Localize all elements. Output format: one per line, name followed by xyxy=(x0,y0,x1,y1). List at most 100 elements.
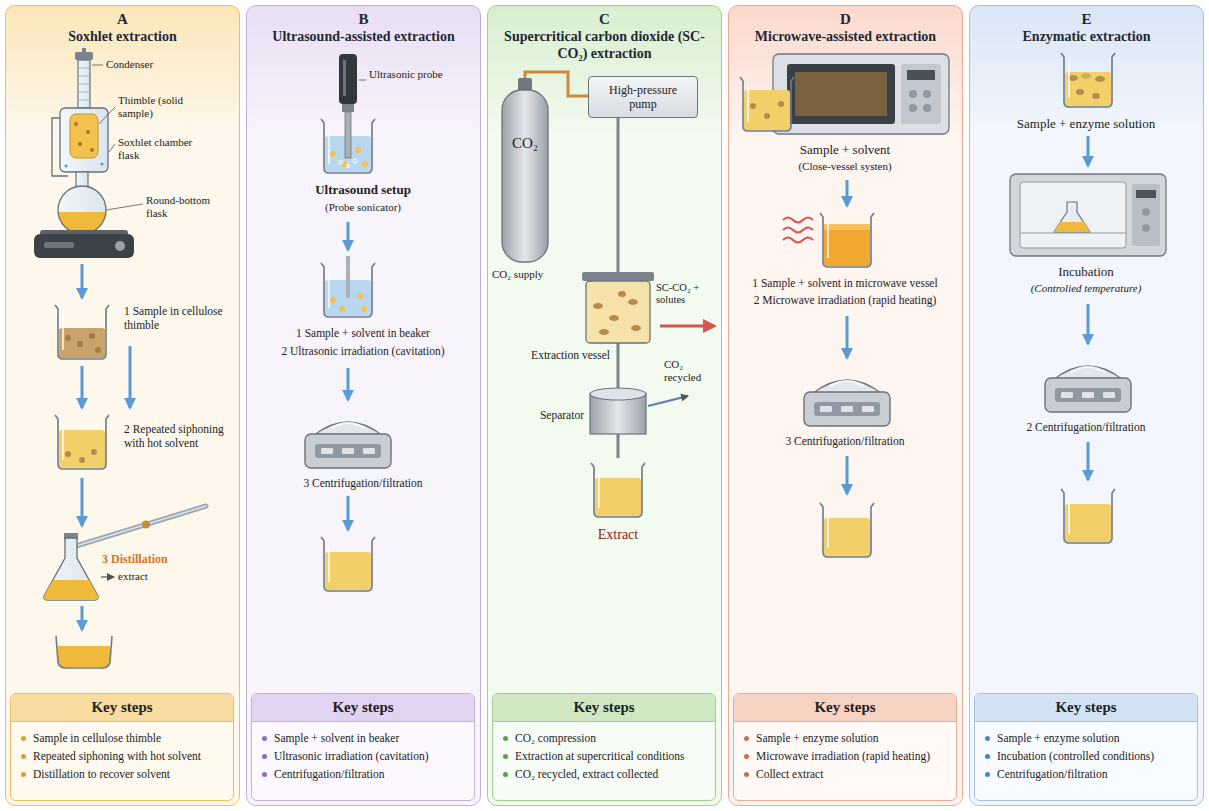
panel-title: Enzymatic extraction xyxy=(978,28,1195,45)
text-label: SC-CO₂ + solutes xyxy=(656,282,718,306)
incubator xyxy=(1132,184,1160,246)
key-step-text: Centrifugation/filtration xyxy=(997,767,1108,782)
soxhlet-apparatus xyxy=(78,60,90,108)
probe-sonicator xyxy=(339,160,343,164)
text-label: (Probe sonicator) xyxy=(247,201,479,214)
microwave-oven xyxy=(773,54,949,134)
sample-beaker xyxy=(1095,76,1105,82)
key-step-item: Centrifugation/filtration xyxy=(985,767,1189,782)
soxhlet-apparatus xyxy=(70,114,98,158)
key-steps-box: Key stepsSample + solvent in beakerUltra… xyxy=(251,693,475,801)
panel-letter: E xyxy=(970,11,1203,28)
bullet-dot xyxy=(262,772,267,777)
sample-beaker xyxy=(750,103,756,109)
bullet-dot xyxy=(985,772,990,777)
key-steps-heading: Key steps xyxy=(252,694,474,722)
siphon-beaker xyxy=(79,457,85,463)
flow-arrow xyxy=(846,180,849,206)
centrifuge xyxy=(1045,366,1131,412)
bullet-dot xyxy=(21,736,26,741)
siphon-beaker xyxy=(65,451,71,457)
text-label: Sample + solvent xyxy=(729,142,961,158)
text-label: Round-bottom flask xyxy=(146,194,226,220)
key-step-text: Ultrasonic irradiation (cavitation) xyxy=(274,749,429,764)
key-step-text: Centrifugation/filtration xyxy=(274,767,385,782)
microwave-waves xyxy=(783,218,813,243)
key-step-text: Incubation (controlled conditions) xyxy=(997,749,1154,764)
incubator xyxy=(1020,182,1126,248)
key-steps-box: Key stepsSample + enzyme solutionMicrowa… xyxy=(733,693,957,801)
sample-beaker xyxy=(764,113,770,119)
text-label: 1 Sample in cellulose thimble xyxy=(124,304,234,332)
siphon-beaker xyxy=(59,430,105,468)
probe-sonicator xyxy=(343,60,346,96)
sample-beaker xyxy=(65,335,71,341)
microwave-oven xyxy=(923,90,931,98)
centrifuge xyxy=(804,380,890,426)
key-step-item: Collect extract xyxy=(744,767,948,782)
flow-arrow xyxy=(81,366,84,408)
key-step-item: Centrifugation/filtration xyxy=(262,767,466,782)
extract-dish xyxy=(58,646,110,667)
sonication-beaker xyxy=(339,306,345,312)
flow-arrow xyxy=(1087,442,1090,480)
key-step-item: Repeated siphoning with hot solvent xyxy=(21,749,225,764)
key-step-text: CO₂ compression xyxy=(515,731,596,746)
distillation-setup xyxy=(76,506,206,546)
sample-beaker xyxy=(89,333,95,339)
text-label: 2 Repeated siphoning with hot solvent xyxy=(124,422,236,450)
sample-beaker xyxy=(77,341,83,347)
leader-line xyxy=(109,144,115,152)
text-label: Soxhlet chamber flask xyxy=(118,136,214,162)
incubator xyxy=(1054,222,1090,232)
flow-arrow xyxy=(1087,136,1090,166)
distillation-setup xyxy=(44,580,98,600)
text-label: 1 Sample + solvent in microwave vessel xyxy=(729,276,961,290)
distillation-setup xyxy=(76,506,206,546)
extraction-vessel xyxy=(599,329,609,335)
bullet-dot xyxy=(985,754,990,759)
microwave-waves xyxy=(783,238,813,243)
flow-arrow xyxy=(347,496,350,530)
text-label: Sample + enzyme solution xyxy=(970,116,1202,132)
heated-beaker xyxy=(820,213,874,267)
leader-line xyxy=(106,204,143,210)
probe-sonicator xyxy=(359,80,366,81)
method-panel: BUltrasound-assisted extractionKey steps… xyxy=(246,5,481,806)
key-steps-heading: Key steps xyxy=(975,694,1197,722)
sample-beaker xyxy=(1076,89,1084,95)
sample-beaker xyxy=(1081,73,1091,79)
probe-sonicator xyxy=(330,151,336,157)
soxhlet-apparatus xyxy=(115,241,125,251)
sample-beaker xyxy=(1092,93,1100,99)
microwave-oven xyxy=(923,104,931,112)
key-steps-heading: Key steps xyxy=(493,694,715,722)
distillation-setup xyxy=(44,538,98,600)
flow-arrow xyxy=(846,456,849,494)
panel-title: Microwave-assisted extraction xyxy=(737,28,954,45)
microwave-oven xyxy=(773,54,949,134)
probe-sonicator xyxy=(342,104,354,112)
sample-beaker xyxy=(1065,72,1111,106)
extract-beaker xyxy=(820,503,874,557)
bullet-dot xyxy=(21,772,26,777)
text-label: Extract xyxy=(548,526,688,543)
sonication-beaker xyxy=(346,256,350,298)
output-arrow xyxy=(660,325,714,328)
bullet-dot xyxy=(503,772,508,777)
sonication-beaker xyxy=(321,256,375,317)
leader-line xyxy=(92,65,103,66)
sonication-beaker xyxy=(330,297,336,303)
text-label: Extraction vessel xyxy=(492,348,610,362)
key-step-item: Distillation to recover solvent xyxy=(21,767,225,782)
extract-beaker xyxy=(591,463,645,517)
soxhlet-apparatus xyxy=(78,142,82,146)
sonication-beaker xyxy=(361,306,367,312)
text-label: 3 Centrifugation/filtration xyxy=(729,434,961,448)
siphon-beaker xyxy=(55,415,109,469)
key-step-item: Sample + enzyme solution xyxy=(985,731,1189,746)
extract-beaker xyxy=(824,518,870,556)
method-panel: CSupercritical carbon dioxide (SC-CO₂) e… xyxy=(487,5,722,806)
extraction-vessel xyxy=(582,272,654,343)
